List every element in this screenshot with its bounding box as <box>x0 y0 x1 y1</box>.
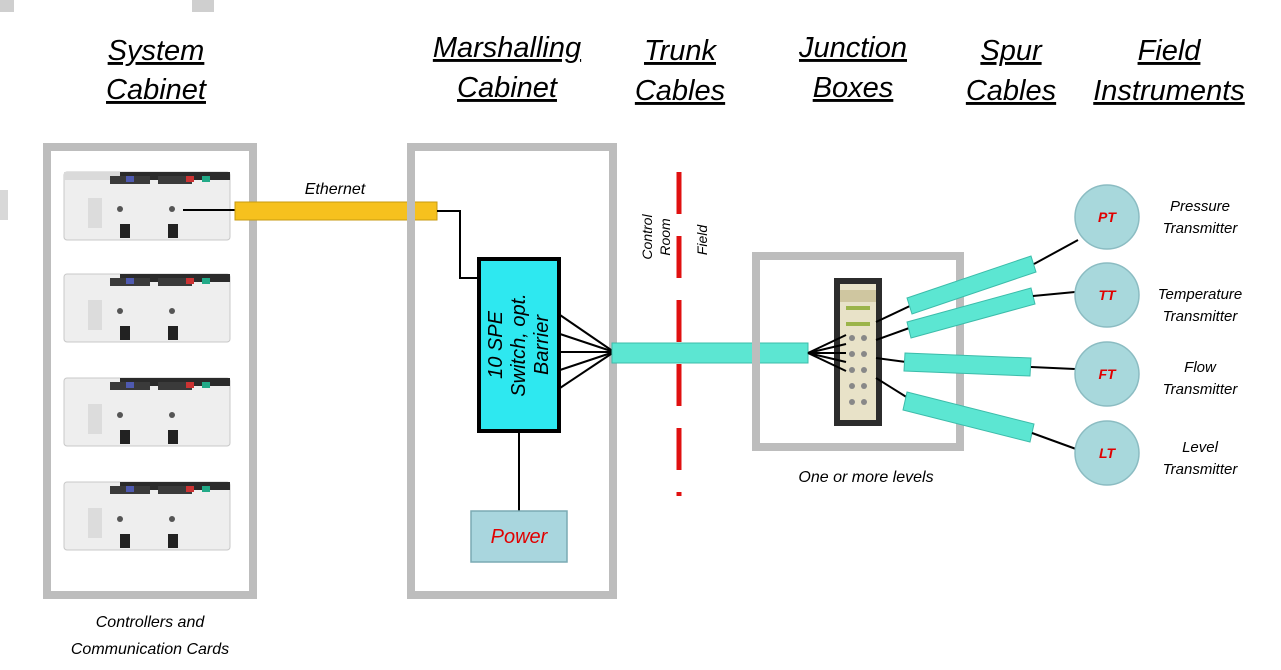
instrument-ft-name-line1: Flow <box>1184 359 1217 376</box>
spur-cable-ft <box>904 353 1031 376</box>
controller-rack <box>64 274 230 342</box>
instrument-lt-tag: LT <box>1099 445 1117 461</box>
trunk-cable <box>612 343 808 363</box>
instrument-pt-tag: PT <box>1098 209 1117 225</box>
controllers-caption-line2: Communication Cards <box>71 641 229 658</box>
controller-rack <box>64 482 230 550</box>
controller-rack <box>64 378 230 446</box>
instrument-pt-name-line1: Pressure <box>1170 198 1230 215</box>
switch-label-line3: Barrier <box>531 314 553 375</box>
ethernet-label: Ethernet <box>305 181 366 198</box>
control-room-label-line2: Room <box>657 218 673 256</box>
control-room-label-line1: Control <box>639 214 655 260</box>
header-spur-line1: Spur <box>980 35 1043 67</box>
header-trunk-line2: Cables <box>635 75 725 107</box>
header-spur-line2: Cables <box>966 75 1056 107</box>
instrument-lt-name-line2: Transmitter <box>1163 461 1239 478</box>
instrument-ft-name-line2: Transmitter <box>1163 381 1239 398</box>
corner-decoration <box>192 0 214 12</box>
header-junction-line2: Boxes <box>813 72 894 104</box>
header-junction-line1: Junction <box>798 32 907 64</box>
instrument-pt-name-line2: Transmitter <box>1163 220 1239 237</box>
instrument-ft-tag: FT <box>1098 366 1117 382</box>
switch-label-line1: 10 SPE <box>485 310 507 378</box>
header-field-line1: Field <box>1138 35 1202 67</box>
instrument-lt-name-line1: Level <box>1182 439 1219 456</box>
spur-instrument-wires <box>1031 240 1078 449</box>
edge-decoration <box>0 190 8 220</box>
header-field-line2: Instruments <box>1093 75 1245 107</box>
field-label: Field <box>694 224 710 256</box>
controller-rack <box>64 172 230 240</box>
junction-levels-caption: One or more levels <box>798 469 933 486</box>
instrument-tt-name-line1: Temperature <box>1158 286 1243 303</box>
switch-trunk-fan-wires <box>560 315 614 388</box>
header-trunk-line1: Trunk <box>644 35 717 67</box>
switch-label-line2: Switch, opt. <box>508 293 530 396</box>
spur-cable-lt <box>903 392 1034 442</box>
power-label: Power <box>491 526 549 548</box>
spur-cables <box>903 256 1036 442</box>
ethernet-cable <box>235 202 437 220</box>
controllers-caption-line1: Controllers and <box>96 614 206 631</box>
instrument-tt-name-line2: Transmitter <box>1163 308 1239 325</box>
corner-decoration <box>0 0 14 12</box>
header-system-line1: System <box>108 35 205 67</box>
header-marshalling-line1: Marshalling <box>433 32 581 64</box>
header-system-line2: Cabinet <box>106 74 208 106</box>
header-marshalling-line2: Cabinet <box>457 72 559 104</box>
ethernet-to-switch-wire <box>437 211 480 278</box>
instrument-tt-tag: TT <box>1098 287 1117 303</box>
